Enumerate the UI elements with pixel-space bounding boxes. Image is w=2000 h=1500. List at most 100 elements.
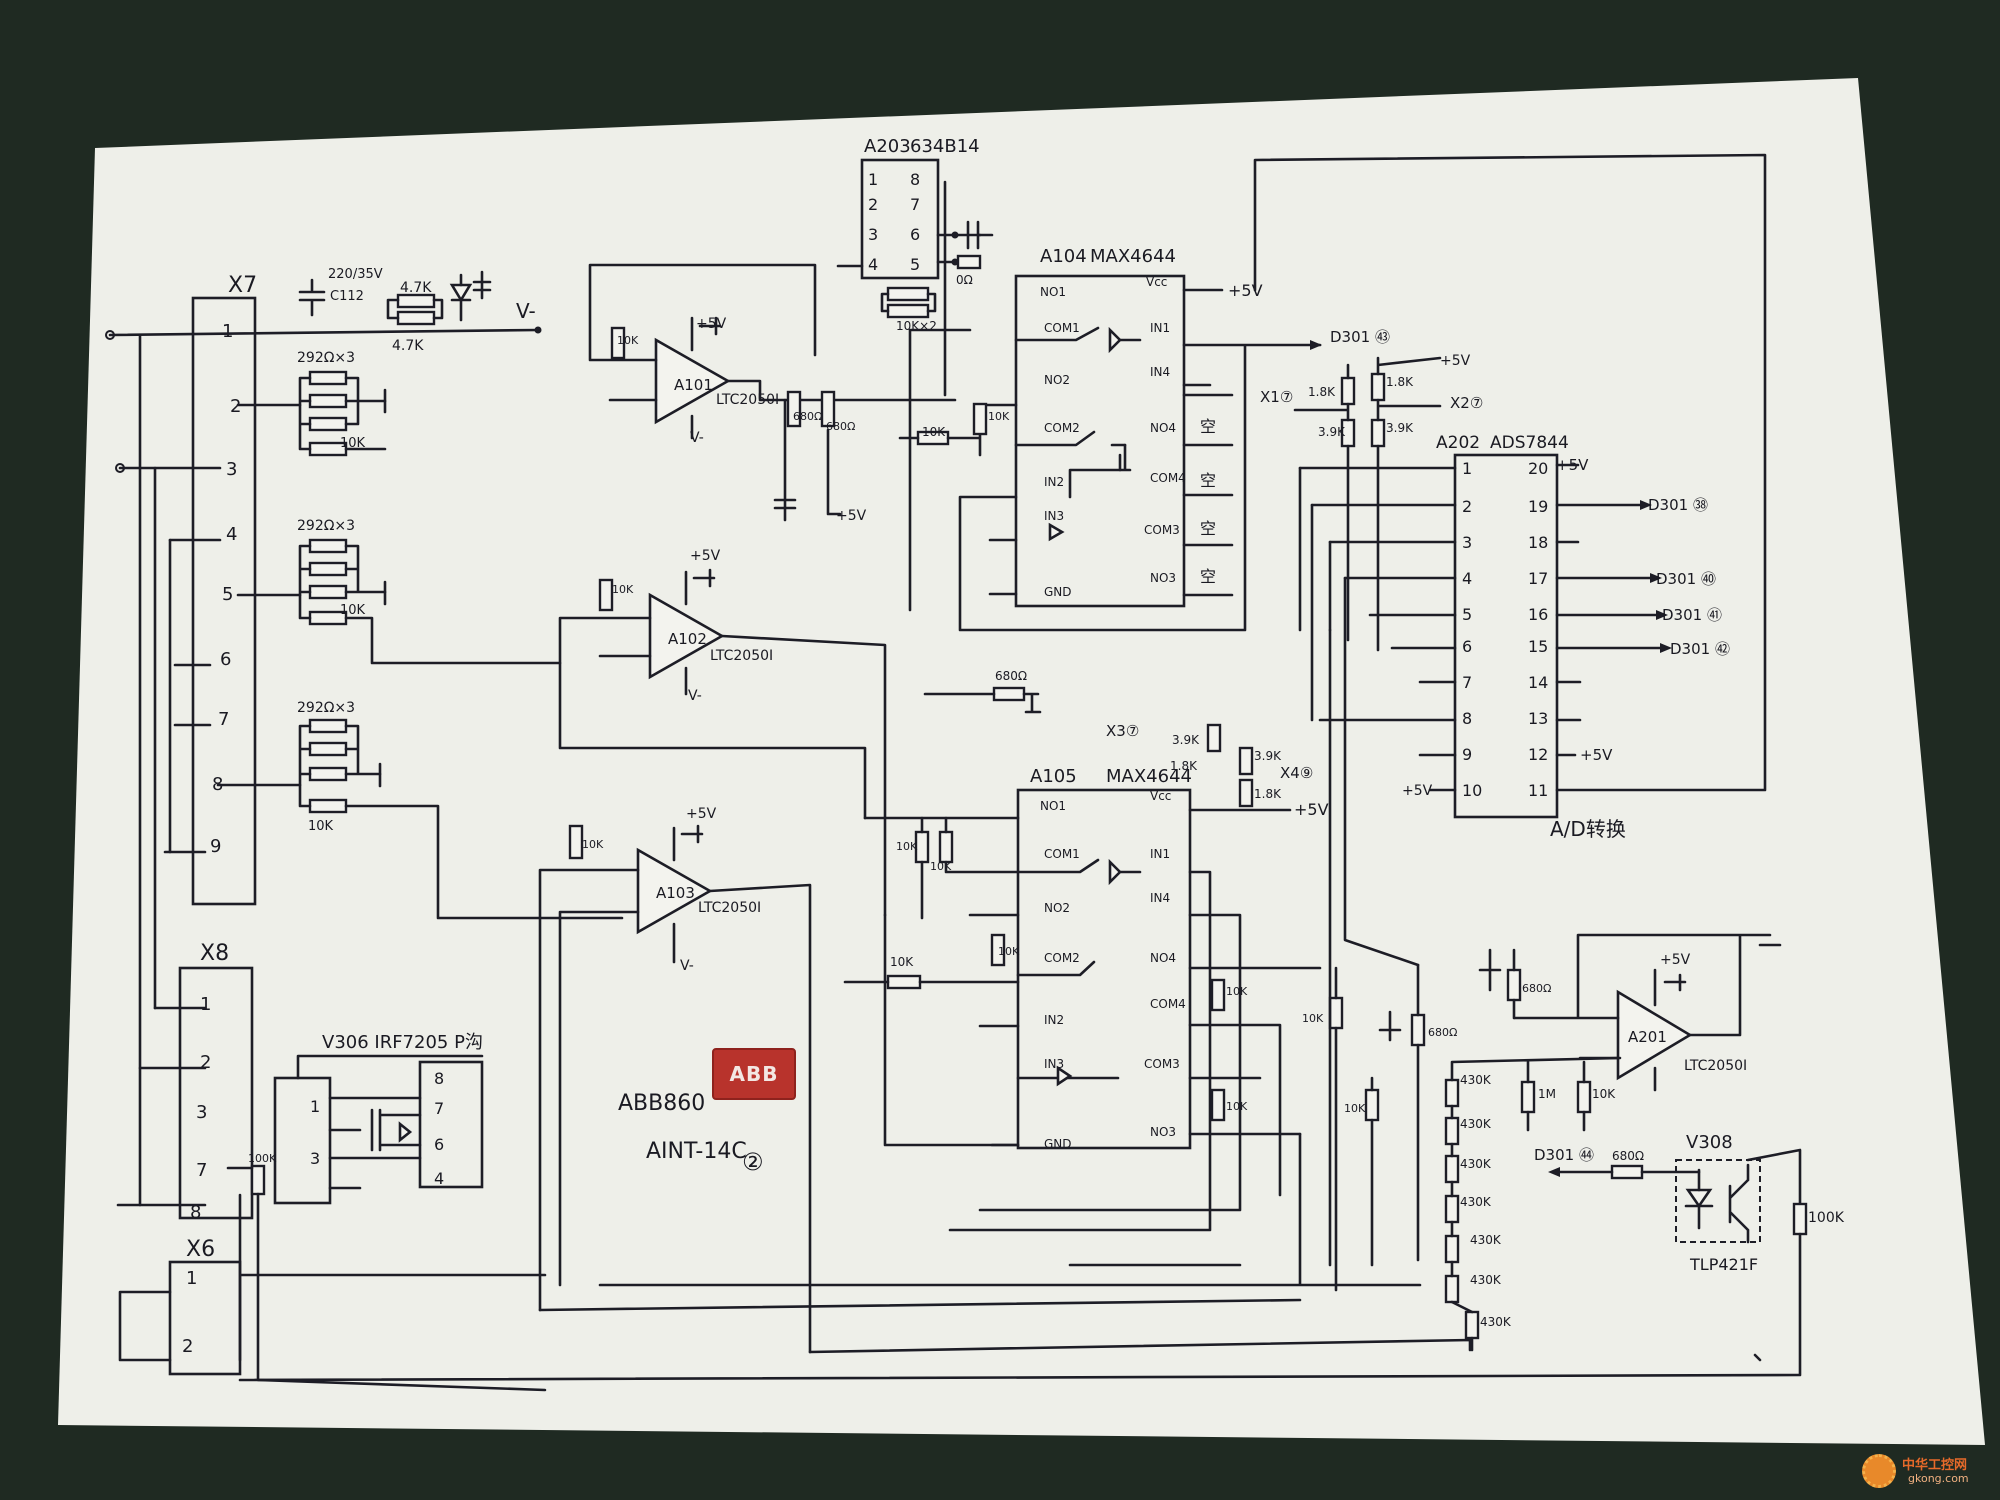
x8-pin-8: 8 [190, 1202, 201, 1223]
a101-vplus: +5V [696, 316, 727, 332]
a202-pin11: 11 [1528, 781, 1548, 800]
a203-pin6: 6 [910, 225, 920, 244]
rnet3-label: 292Ω×3 [297, 700, 355, 716]
a104-plus5v: +5V [1228, 281, 1263, 300]
watermark-text: 中华工控网 [1902, 1458, 1968, 1473]
a202-pin6: 6 [1462, 637, 1472, 656]
a104-part: MAX4644 [1090, 246, 1176, 267]
a104-nc3: 空 [1200, 519, 1216, 538]
connector-x8: X8 1 2 3 7 8 [178, 941, 254, 1223]
a105-com4: COM4 [1150, 997, 1186, 1011]
module-name: AINT-14C [646, 1139, 747, 1164]
v306-pin5: 4 [434, 1169, 444, 1188]
supply-filter: 220/35V C112 4.7K 4.7K V- [298, 267, 542, 354]
net-x3: X3⑦ [1106, 722, 1139, 740]
a202-pin10-5v: +5V [1402, 783, 1433, 799]
x7-label: X7 [228, 273, 257, 298]
a104-in1: IN1 [1150, 321, 1170, 335]
r430k-3: 430K [1460, 1157, 1492, 1171]
a202-pin17: 17 [1528, 569, 1548, 588]
a202-pin18: 18 [1528, 533, 1548, 552]
v306-pin7: 7 [434, 1099, 444, 1118]
x8-pin-1: 1 [200, 994, 211, 1015]
v308-ref: V308 [1686, 1132, 1733, 1153]
opamp-a103: A103 LTC2050I +5V V- 10K [538, 806, 812, 1354]
resistor-ladder-430k: 430K 430K 430K 430K 430K 430K 430K 1M 10… [1444, 1056, 1622, 1352]
v306-pin1: 1 [310, 1097, 320, 1116]
r3k9-a: 3.9K [1318, 425, 1346, 439]
r1m: 1M [1538, 1087, 1556, 1101]
a105-in1: IN1 [1150, 847, 1170, 861]
c112-ref: C112 [330, 289, 364, 304]
a104-in2: IN2 [1044, 475, 1064, 489]
d301-44: D301 ㊹ [1534, 1146, 1594, 1164]
a104-com1: COM1 [1044, 321, 1080, 335]
a202-pin15: 15 [1528, 637, 1548, 656]
x7-pin-5: 5 [222, 584, 233, 605]
opamp-a201: A201 LTC2050I +5V 680Ω 680Ω [1378, 933, 1782, 1262]
a203-pin5: 5 [910, 255, 920, 274]
a202-pin1: 1 [1462, 459, 1472, 478]
gear-icon [1862, 1454, 1896, 1488]
x7-pin-6: 6 [220, 649, 231, 670]
r1k8-a: 1.8K [1308, 385, 1336, 399]
net-x2: X2⑦ [1450, 394, 1483, 412]
a203-pin3: 3 [868, 225, 878, 244]
stamp-text: ABB [729, 1062, 779, 1086]
a202-ref: A202 [1436, 433, 1480, 453]
r100k-gate: 100K [248, 1152, 277, 1165]
r10k-a105f: 10K [1344, 1102, 1366, 1115]
a202-function: A/D转换 [1550, 817, 1626, 841]
r680-a201: 680Ω [1522, 982, 1551, 995]
a203-pin7: 7 [910, 195, 920, 214]
a102-part: LTC2050I [710, 648, 773, 664]
rnet1-label: 292Ω×3 [297, 350, 355, 366]
x6-label: X6 [186, 1237, 215, 1262]
a202-pin20: 20 [1528, 459, 1548, 478]
r680-c: 680Ω [995, 669, 1027, 683]
a201-ref: A201 [1628, 1028, 1667, 1046]
a203-pin2: 2 [868, 195, 878, 214]
a202-pin10: 10 [1462, 781, 1482, 800]
r1k8-c: 1.8K [1170, 759, 1198, 773]
dividers-plus5: +5V [1440, 353, 1471, 369]
x7-pin-7: 7 [218, 709, 229, 730]
optocoupler-v308: V308 TLP421F 100K 680Ω D301 ㊹ [238, 1132, 1845, 1382]
vminus-label-top: V- [516, 299, 536, 323]
a103-ref: A103 [656, 884, 695, 902]
a105-com1: COM1 [1044, 847, 1080, 861]
a104-com4: COM4 [1150, 471, 1186, 485]
plus5-mid: +5V [836, 508, 867, 524]
a101-vminus: V- [690, 430, 704, 446]
a104-nc2: 空 [1200, 471, 1216, 490]
r430k-1: 430K [1460, 1073, 1492, 1087]
opamp-a101: A101 LTC2050I +5V V- 10K [588, 263, 957, 446]
a202-pin12: 12 [1528, 745, 1548, 764]
v306-pin8: 8 [434, 1069, 444, 1088]
r10k-mid: 10K [922, 425, 946, 439]
r430k-7: 430K [1480, 1315, 1512, 1329]
a203-pin4: 4 [868, 255, 878, 274]
x7-pin-2: 2 [230, 396, 241, 417]
a105-no1: NO1 [1040, 799, 1066, 813]
a202-pin19: 19 [1528, 497, 1548, 516]
a104-no4: NO4 [1150, 421, 1176, 435]
r1k8-b: 1.8K [1386, 375, 1414, 389]
a104-gnd: GND [1044, 585, 1072, 599]
a101-part: LTC2050I [716, 392, 779, 408]
r10k-mid2: 10K [988, 410, 1010, 423]
chip-a202-ads7844: A202 ADS7844 +5V A/D转换 1 2 3 4 5 6 7 8 9… [1253, 153, 1767, 841]
a105-in2: IN2 [1044, 1013, 1064, 1027]
net-x4: X4⑨ [1280, 764, 1313, 782]
a105-part: MAX4644 [1106, 766, 1192, 787]
d301-41: D301 ㊶ [1662, 606, 1722, 624]
a102-r10k: 10K [612, 583, 634, 596]
a101-ref: A101 [674, 376, 713, 394]
a105-no3: NO3 [1150, 1125, 1176, 1139]
net-d301-43: D301 ㊸ [1310, 328, 1390, 350]
r680-a201b: 680Ω [1428, 1026, 1457, 1039]
r680-v308: 680Ω [1612, 1149, 1644, 1163]
input-resistor-network-1: 292Ω×3 10K [297, 350, 387, 457]
a203-pin1: 1 [868, 170, 878, 189]
